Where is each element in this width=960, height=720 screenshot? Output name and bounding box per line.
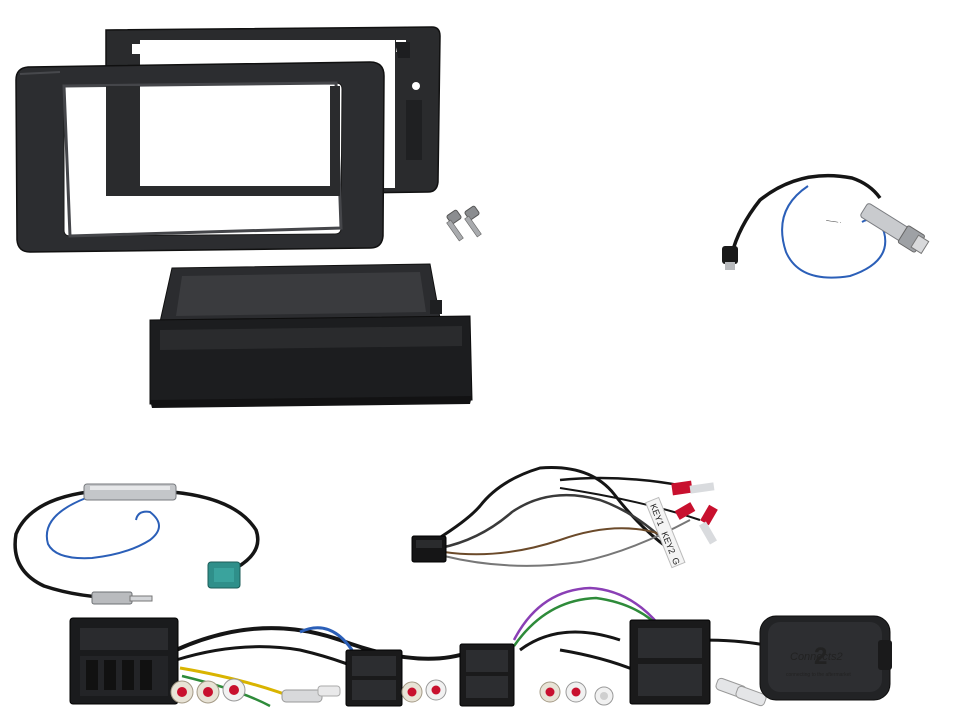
interface-box: Connects2 2 connecting to the aftermarke…	[759, 615, 892, 701]
rca-plug-icon	[196, 680, 220, 704]
tagline: connecting to the aftermarket	[786, 672, 851, 678]
wire-tag-label: KEY1 KEY2 G	[645, 496, 686, 569]
fascia-frame-front	[15, 61, 385, 253]
screw-icon	[464, 205, 482, 238]
antenna-adapter-top: —— ·	[722, 173, 930, 279]
quadlock-connector-icon	[69, 617, 179, 705]
din-plug-icon	[722, 246, 738, 270]
svg-text:G: G	[670, 556, 682, 566]
screw-hole	[412, 82, 420, 90]
red-plug-icon	[674, 502, 718, 545]
rca-plug-icon	[222, 678, 246, 702]
iso-connector-icon	[345, 649, 403, 707]
antenna-socket-icon	[860, 203, 930, 255]
rca-plug-icon	[425, 679, 447, 701]
storage-pocket	[149, 263, 473, 408]
spade-connector-icon	[281, 685, 341, 703]
iso-harness	[69, 586, 791, 708]
multi-pin-connector-icon	[411, 535, 447, 563]
iso-connector-icon	[629, 619, 711, 705]
rca-plug-icon	[565, 681, 587, 703]
rca-plug-icon	[401, 681, 423, 703]
logo-text: Connects2	[790, 651, 843, 663]
steering-interface-harness: KEY1 KEY2 G	[411, 466, 718, 569]
clip-tab	[430, 300, 442, 314]
antenna-adapter-bottom	[13, 483, 260, 605]
clip-tab	[132, 44, 140, 54]
din-plug-icon	[91, 591, 153, 605]
red-plug-icon	[671, 480, 715, 496]
rca-plug-icon	[594, 686, 614, 706]
fakra-connector-icon	[207, 561, 241, 589]
rca-plug-icon	[170, 680, 194, 704]
iso-connector-icon	[459, 643, 515, 707]
antenna-socket-icon	[83, 483, 177, 501]
screw-icon	[446, 209, 464, 242]
svg-text:—— ·: —— ·	[826, 218, 842, 226]
logo-mark: 2	[814, 643, 827, 670]
spade-connector-icon	[715, 677, 767, 707]
mounting-screws	[446, 205, 482, 242]
rca-plug-icon	[539, 681, 561, 703]
